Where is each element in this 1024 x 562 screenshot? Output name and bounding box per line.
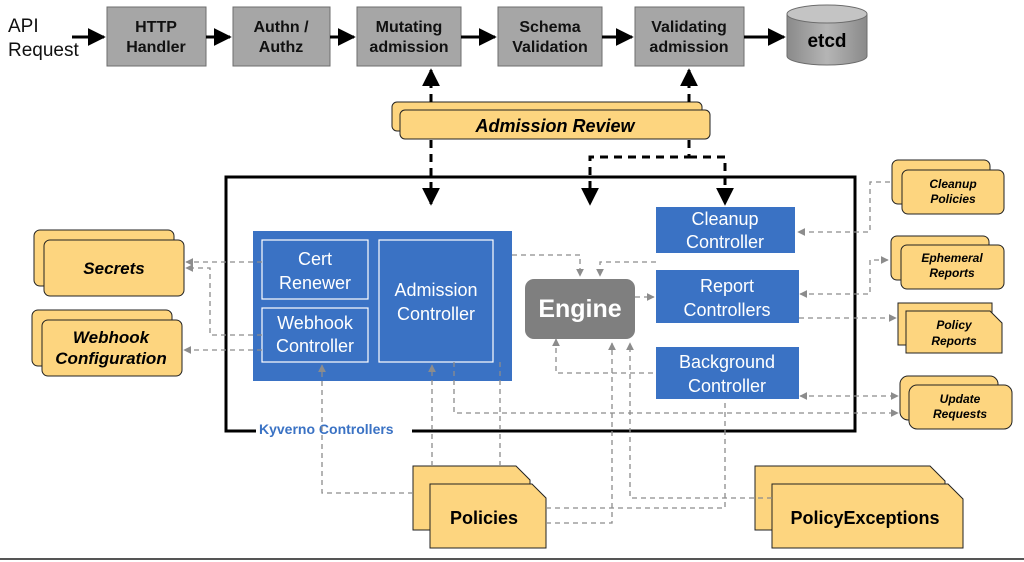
api-request-label: API Request	[8, 16, 79, 61]
http-handler-line-2: Handler	[126, 39, 186, 56]
secrets-label: Secrets	[83, 259, 144, 278]
authn-authz-line-1: Authn /	[253, 19, 309, 36]
background-controller-box: Background Controller	[656, 347, 799, 399]
arrow-policies-to-engine	[546, 342, 616, 524]
cleanup-policies-line-1: Cleanup	[929, 177, 976, 191]
arrow-cleanup-policies-to-cleanup	[797, 181, 890, 236]
arrow-exceptions-to-engine	[626, 342, 772, 499]
gray-dashed-connectors	[183, 181, 899, 524]
arrow-report-to-ephemeral	[799, 256, 889, 298]
arrow-admission-to-engine	[512, 254, 584, 277]
kyverno-controllers-label: Kyverno Controllers	[259, 421, 394, 437]
webhook-configuration-line-2: Configuration	[55, 349, 166, 368]
secrets-folder: Secrets	[33, 229, 185, 297]
authn-authz-box: Authn / Authz	[232, 6, 331, 67]
policy-exceptions-label: PolicyExceptions	[790, 508, 939, 528]
admission-review-connectors	[422, 68, 734, 206]
mutating-admission-box: Mutating admission	[356, 6, 462, 67]
mutating-admission-line-2: admission	[369, 39, 448, 56]
validating-admission-line-1: Validating	[651, 19, 727, 36]
arrow-webhook-to-secrets	[185, 264, 262, 336]
update-requests-folder: Update Requests	[899, 375, 1013, 430]
ephemeral-reports-line-1: Ephemeral	[921, 251, 983, 265]
cleanup-policies-line-2: Policies	[930, 192, 976, 206]
arrow-review-to-cleanup	[689, 155, 734, 206]
update-requests-line-1: Update	[940, 392, 981, 406]
validating-admission-box: Validating admission	[634, 6, 745, 67]
policy-reports-folder: Policy Reports	[897, 302, 1003, 354]
cleanup-policies-folder: Cleanup Policies	[891, 159, 1005, 215]
arrow-admission-to-update	[453, 362, 899, 417]
admission-controller-line-1: Admission	[394, 280, 477, 300]
validating-admission-line-2: admission	[649, 39, 728, 56]
policy-reports-line-2: Reports	[931, 334, 977, 348]
policy-reports-line-1: Policy	[936, 318, 973, 332]
engine-label: Engine	[538, 295, 621, 323]
arrow-policies-to-webhook	[318, 364, 413, 494]
cleanup-controller-box: Cleanup Controller	[656, 207, 795, 253]
admission-review-folder: Admission Review	[391, 101, 711, 140]
admission-group-box	[253, 231, 512, 381]
policies-folder: Policies	[412, 465, 547, 549]
admission-controller-line-2: Controller	[397, 304, 475, 324]
mutating-admission-line-1: Mutating	[376, 19, 443, 36]
api-request-line-2: Request	[8, 40, 79, 61]
etcd-label: etcd	[807, 31, 846, 52]
http-handler-box: HTTP Handler	[106, 6, 207, 67]
report-controllers-box: Report Controllers	[656, 270, 799, 323]
line-policies-to-background	[546, 400, 726, 509]
arrow-report-to-engine	[596, 261, 656, 277]
authn-authz-line-2: Authz	[259, 39, 303, 56]
arrow-review-to-engine	[581, 140, 691, 206]
policy-exceptions-folder: PolicyExceptions	[754, 465, 964, 549]
cert-renewer-box: Cert Renewer	[261, 239, 369, 300]
webhook-controller-box: Webhook Controller	[261, 307, 369, 363]
admission-review-label: Admission Review	[474, 116, 635, 136]
report-controllers-line-1: Report	[700, 276, 754, 296]
report-controllers-line-2: Controllers	[683, 300, 770, 320]
cleanup-controller-line-1: Cleanup	[691, 209, 758, 229]
api-request-line-1: API	[8, 16, 39, 37]
update-requests-line-2: Requests	[933, 407, 987, 421]
webhook-configuration-folder: Webhook Configuration	[31, 309, 183, 377]
schema-validation-box: Schema Validation	[497, 6, 603, 67]
policies-label: Policies	[450, 508, 518, 528]
admission-controller-box: Admission Controller	[378, 239, 494, 363]
schema-validation-line-2: Validation	[512, 39, 588, 56]
cleanup-controller-line-2: Controller	[686, 232, 764, 252]
ephemeral-reports-folder: Ephemeral Reports	[890, 235, 1005, 290]
http-handler-line-1: HTTP	[135, 19, 177, 36]
engine-box: Engine	[525, 279, 635, 339]
arrow-background-to-engine	[552, 338, 656, 374]
ephemeral-reports-line-2: Reports	[929, 266, 975, 280]
webhook-controller-line-2: Controller	[276, 336, 354, 356]
cert-renewer-line-1: Cert	[298, 249, 332, 269]
etcd-cylinder: etcd	[786, 4, 868, 66]
cert-renewer-line-2: Renewer	[279, 273, 351, 293]
background-controller-line-1: Background	[679, 352, 775, 372]
kyverno-controllers-container: Kyverno Controllers	[224, 175, 857, 437]
webhook-controller-line-1: Webhook	[277, 313, 354, 333]
background-controller-line-2: Controller	[688, 376, 766, 396]
webhook-configuration-line-1: Webhook	[73, 328, 151, 347]
schema-validation-line-1: Schema	[519, 19, 580, 36]
